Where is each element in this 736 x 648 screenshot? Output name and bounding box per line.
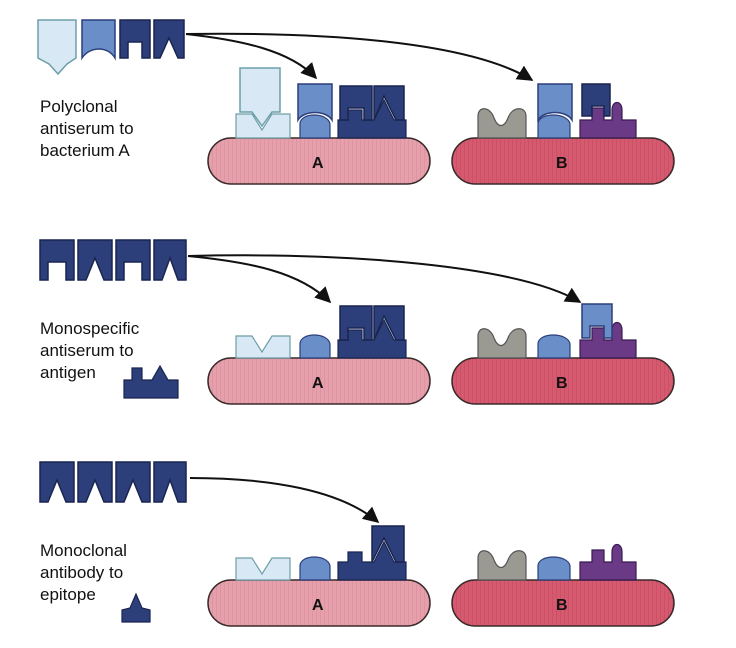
antigen-gray-wavy [477,108,527,139]
bound-antibody-dark-notch [339,305,373,341]
antigen-gray-wavy [477,328,527,359]
antigen-medium-dome [299,556,331,581]
free-antibodies [37,19,185,76]
antibody-dark-peak [153,239,187,281]
antibody-light-v [37,19,77,76]
antibody-dark-peak [77,461,113,503]
arrow-to-a [189,477,380,524]
antigen-light-v [235,557,291,581]
antibody-dark-notch [119,19,151,59]
antigen-purple-step [579,321,637,359]
arrow-to-a [185,33,318,80]
antigen-purple-step [579,101,637,139]
arrow-to-b [185,32,534,81]
antibody-medium-round [81,19,116,61]
epitope-key [121,592,151,623]
antigen-medium-dome [299,114,331,139]
cell-a-label: A [312,155,324,172]
antibody-dark-peak [77,239,113,281]
cell-b-label: B [556,375,568,392]
cell-a-label: A [312,375,324,392]
antibody-dark-notch [115,239,151,281]
arrow-to-b [187,254,582,303]
arrow-to-a [187,255,332,304]
antigen-key [123,364,179,399]
bound-antibody-dark-peak [373,85,405,121]
antibody-dark-peak [115,461,151,503]
cell-a-label: A [312,597,324,614]
cell-b-label: B [556,155,568,172]
antigen-medium-dome [537,556,571,581]
antigen-gray-wavy [477,550,527,581]
free-antibodies [39,461,187,503]
bound-antibody-dark-peak [373,305,405,341]
cell-b-label: B [556,597,568,614]
free-antibodies [39,239,187,281]
antigen-purple-step [579,543,637,581]
caption-polyclonal: Polyclonal antiserum to bacterium A [40,97,134,160]
antigen-medium-dome [299,334,331,359]
caption-monoclonal: Monoclonal antibody to epitope [40,541,127,604]
caption-monospecific: Monospecific antiserum to antigen [40,319,140,382]
bound-antibody-medium-notch [581,303,613,339]
panel-monospecific: A B [39,239,675,405]
panel-polyclonal: A B [37,19,675,185]
antibody-dark-peak [39,461,75,503]
antigen-light-v [235,335,291,359]
antigen-dark-step-peak [337,540,407,581]
antibody-dark-notch [39,239,75,281]
antigen-medium-dome [537,334,571,359]
bound-antibody-dark-notch [339,85,373,121]
panel-monoclonal: A B [39,461,675,627]
bound-antibody-dark-peak [371,525,405,563]
bound-antibody-medium [297,83,333,123]
antibody-dark-peak [153,19,185,59]
antibody-dark-peak [153,461,187,503]
bound-antibody-dark-notch [581,83,611,117]
antigen-light-v [235,113,291,139]
bound-antibody-light [239,67,281,128]
bound-antibody-medium [537,83,573,123]
antigen-medium-dome [537,114,571,139]
